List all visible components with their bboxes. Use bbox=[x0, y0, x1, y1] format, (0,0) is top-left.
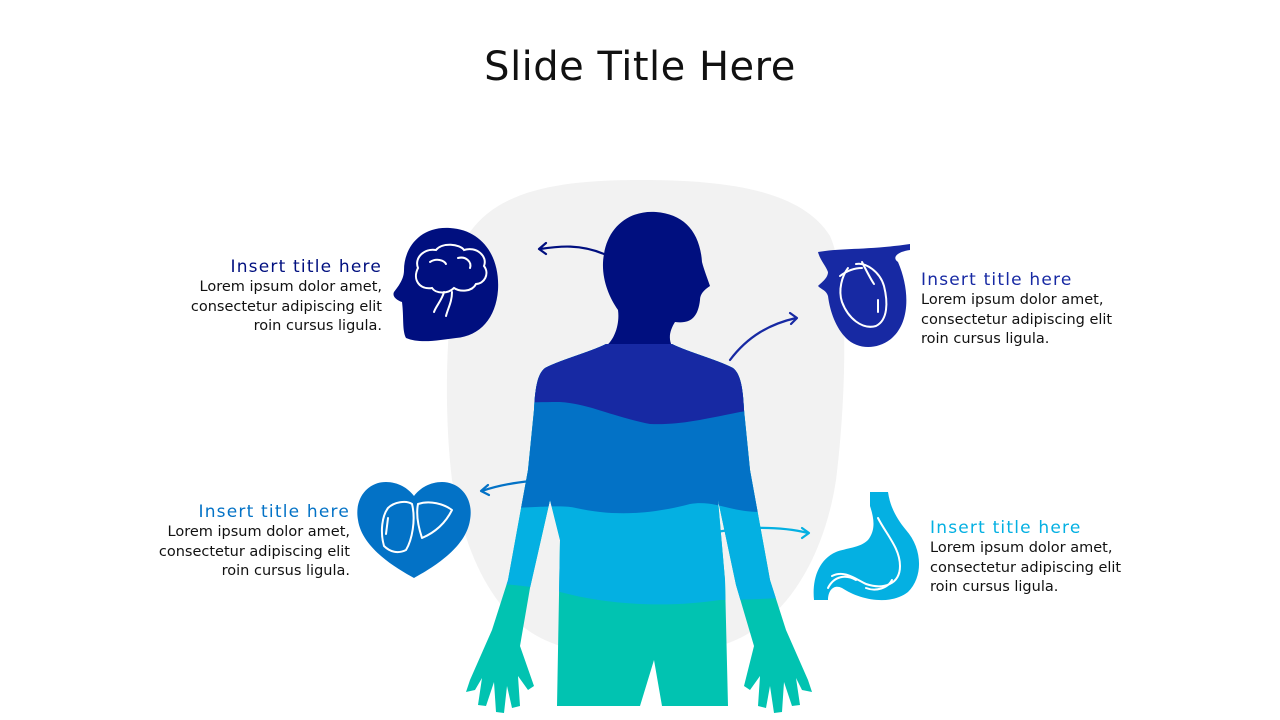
arrow-to-heart bbox=[728, 316, 798, 362]
callout-liver: Insert title here Lorem ipsum dolor amet… bbox=[118, 501, 350, 582]
callout-body-line: consectetur adipiscing elit bbox=[158, 543, 350, 560]
callout-body-line: Lorem ipsum dolor amet, bbox=[167, 524, 350, 540]
callout-body-line: consectetur adipiscing elit bbox=[921, 311, 1113, 328]
callout-body-line: Lorem ipsum dolor amet, bbox=[921, 292, 1104, 308]
callout-body-line: roin cursus ligula. bbox=[921, 331, 1050, 347]
callout-stomach: Insert title here Lorem ipsum dolor amet… bbox=[930, 517, 1190, 598]
callout-body-line: roin cursus ligula. bbox=[930, 579, 1059, 595]
callout-heart: Insert title here Lorem ipsum dolor amet… bbox=[921, 269, 1181, 350]
heart-organ-icon bbox=[818, 244, 910, 347]
brain-icon bbox=[393, 227, 499, 342]
callout-title: Insert title here bbox=[930, 518, 1082, 538]
arrow-to-liver bbox=[480, 479, 532, 493]
stomach-icon bbox=[813, 492, 920, 601]
callout-body-line: consectetur adipiscing elit bbox=[190, 298, 382, 315]
arrow-to-brain bbox=[538, 245, 606, 256]
slide-title: Slide Title Here bbox=[484, 44, 796, 90]
callout-brain: Insert title here Lorem ipsum dolor amet… bbox=[150, 256, 382, 337]
liver-icon bbox=[357, 482, 471, 578]
callout-body-line: Lorem ipsum dolor amet, bbox=[199, 279, 382, 295]
person-head bbox=[602, 211, 710, 354]
callout-body-line: consectetur adipiscing elit bbox=[930, 559, 1122, 576]
callout-body-line: roin cursus ligula. bbox=[221, 563, 350, 579]
callout-title: Insert title here bbox=[198, 502, 350, 522]
callout-title: Insert title here bbox=[230, 257, 382, 277]
callout-title: Insert title here bbox=[921, 270, 1073, 290]
callout-body-line: Lorem ipsum dolor amet, bbox=[930, 540, 1113, 556]
callout-body-line: roin cursus ligula. bbox=[253, 318, 382, 334]
